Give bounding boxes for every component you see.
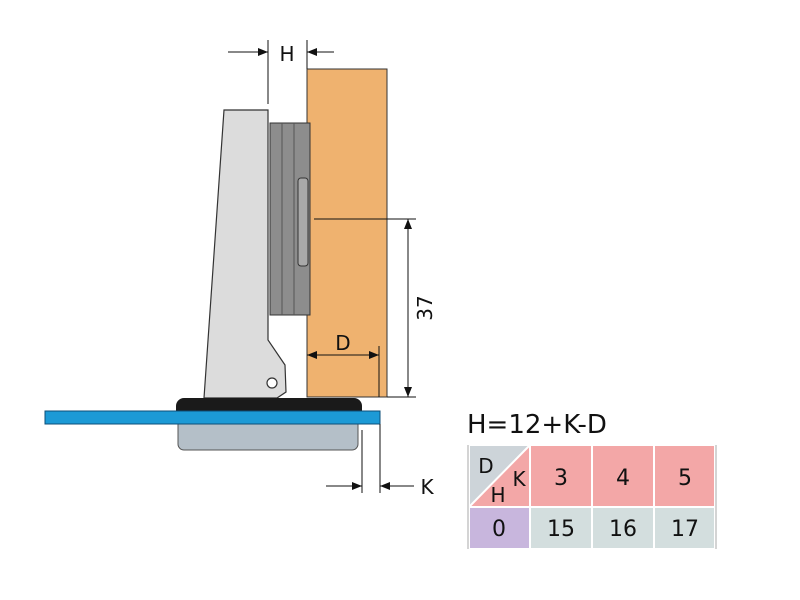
- k-cell: [592, 445, 654, 507]
- glass-panel: [44, 410, 381, 425]
- dim-37-label: 37: [413, 295, 437, 320]
- d-value: 0: [492, 517, 506, 542]
- h-cell: [592, 507, 654, 549]
- h-table: [467, 444, 717, 550]
- h-dimension: [228, 40, 334, 104]
- formula: H=12+K-D: [467, 410, 607, 440]
- d-cell: [469, 507, 530, 549]
- k-value: 5: [678, 466, 692, 491]
- k-dimension: [326, 424, 414, 493]
- h-value: 17: [671, 517, 699, 542]
- corner-h-label: H: [490, 483, 505, 507]
- k-cell: [530, 445, 592, 507]
- h-label: H: [279, 42, 294, 66]
- corner-k-label: K: [512, 467, 526, 491]
- dim-37: [314, 218, 416, 398]
- d-label: D: [335, 331, 350, 355]
- k-value: 4: [616, 466, 630, 491]
- k-value: 3: [554, 466, 568, 491]
- h-cell: [654, 507, 715, 549]
- hinge-cup: [269, 122, 311, 316]
- h-value: 16: [609, 517, 637, 542]
- hinge-pivot: [266, 377, 278, 389]
- k-label: K: [420, 475, 434, 499]
- corner-d-label: D: [478, 454, 493, 478]
- d-dimension: [307, 346, 380, 397]
- h-cell: [530, 507, 592, 549]
- door-panel: [306, 68, 388, 398]
- h-value: 15: [547, 517, 575, 542]
- k-cell: [654, 445, 715, 507]
